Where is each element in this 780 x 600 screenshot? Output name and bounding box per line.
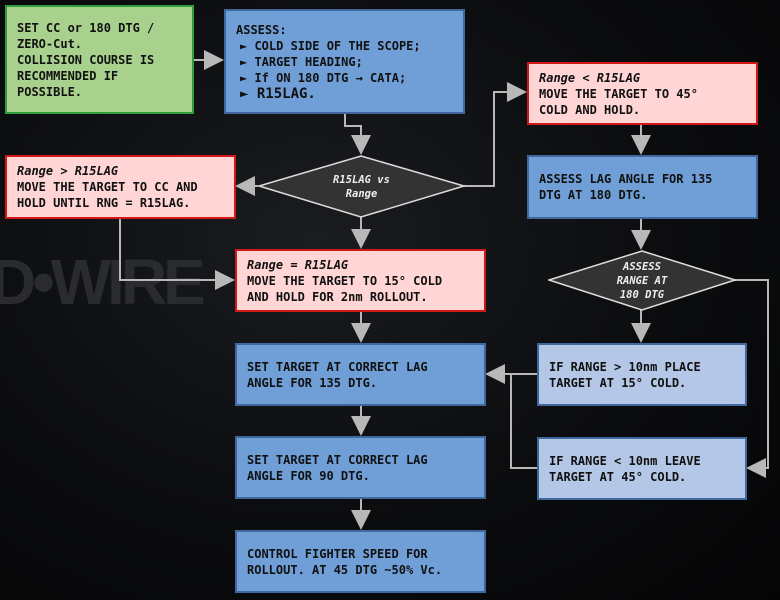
range-lt-10-box: IF RANGE < 10nm LEAVE TARGET AT 45° COLD… — [537, 437, 747, 500]
assess-item: ► R15LAG. — [240, 85, 316, 102]
assess-item: ► If ON 180 DTG → CATA; — [240, 70, 407, 85]
action-text: ASSESS LAG ANGLE FOR 135 DTG AT 180 DTG. — [539, 172, 713, 202]
decision-r15lag-vs-range: R15LAG vs Range — [258, 155, 465, 218]
action-text: SET TARGET AT CORRECT LAG ANGLE FOR 135 … — [247, 359, 428, 390]
control-speed-box: CONTROL FIGHTER SPEED FOR ROLLOUT. AT 45… — [235, 530, 486, 593]
assess-box: ASSESS: ► COLD SIDE OF THE SCOPE; ► TARG… — [224, 9, 465, 114]
arrow-decision2-to-lt10 — [735, 279, 769, 478]
decision2-label: ASSESS RANGE AT 180 DTG — [616, 260, 668, 301]
connector-lt10-join — [510, 374, 537, 469]
assess-lag-box: ASSESS LAG ANGLE FOR 135 DTG AT 180 DTG. — [527, 155, 758, 219]
assess-title: ASSESS: — [236, 22, 287, 37]
lag-135-box: SET TARGET AT CORRECT LAG ANGLE FOR 135 … — [235, 343, 486, 406]
decision-assess-range: ASSESS RANGE AT 180 DTG — [548, 250, 736, 311]
range-greater-box: Range > R15LAG MOVE THE TARGET TO CC AND… — [5, 155, 236, 219]
condition-label: Range > R15LAG — [17, 164, 119, 178]
arrow-decision1-to-less — [464, 82, 527, 187]
assess-item: ► COLD SIDE OF THE SCOPE; — [240, 38, 421, 53]
start-line: SET CC or 180 DTG / — [17, 20, 155, 35]
decision1-label: R15LAG vs Range — [333, 173, 390, 200]
action-text: CONTROL FIGHTER SPEED FOR ROLLOUT. AT 45… — [247, 546, 443, 577]
action-text: MOVE THE TARGET TO CC AND HOLD UNTIL RNG… — [17, 180, 198, 210]
arrow-greater-to-equal — [119, 218, 235, 290]
start-line: POSSIBLE. — [17, 84, 83, 99]
start-box: SET CC or 180 DTG / ZERO-Cut. COLLISION … — [5, 5, 194, 114]
action-text: IF RANGE > 10nm PLACE TARGET AT 15° COLD… — [549, 359, 701, 390]
action-text: IF RANGE < 10nm LEAVE TARGET AT 45° COLD… — [549, 453, 701, 484]
watermark: D•WIRE — [0, 246, 206, 318]
lag-90-box: SET TARGET AT CORRECT LAG ANGLE FOR 90 D… — [235, 436, 486, 499]
action-text: SET TARGET AT CORRECT LAG ANGLE FOR 90 D… — [247, 452, 428, 483]
start-line: RECOMMENDED IF — [17, 68, 119, 83]
range-equal-box: Range = R15LAG MOVE THE TARGET TO 15° CO… — [235, 249, 486, 312]
action-text: MOVE THE TARGET TO 15° COLD AND HOLD FOR… — [247, 273, 443, 304]
start-line: ZERO-Cut. — [17, 36, 83, 51]
start-line: COLLISION COURSE IS — [17, 52, 155, 67]
assess-item: ► TARGET HEADING; — [240, 54, 363, 69]
arrow-assess-to-decision1 — [344, 113, 371, 155]
range-gt-10-box: IF RANGE > 10nm PLACE TARGET AT 15° COLD… — [537, 343, 747, 406]
condition-label: Range < R15LAG — [539, 70, 641, 85]
range-less-box: Range < R15LAG MOVE THE TARGET TO 45° CO… — [527, 62, 758, 125]
action-text: MOVE THE TARGET TO 45° COLD AND HOLD. — [539, 86, 698, 117]
condition-label: Range = R15LAG — [247, 257, 349, 272]
